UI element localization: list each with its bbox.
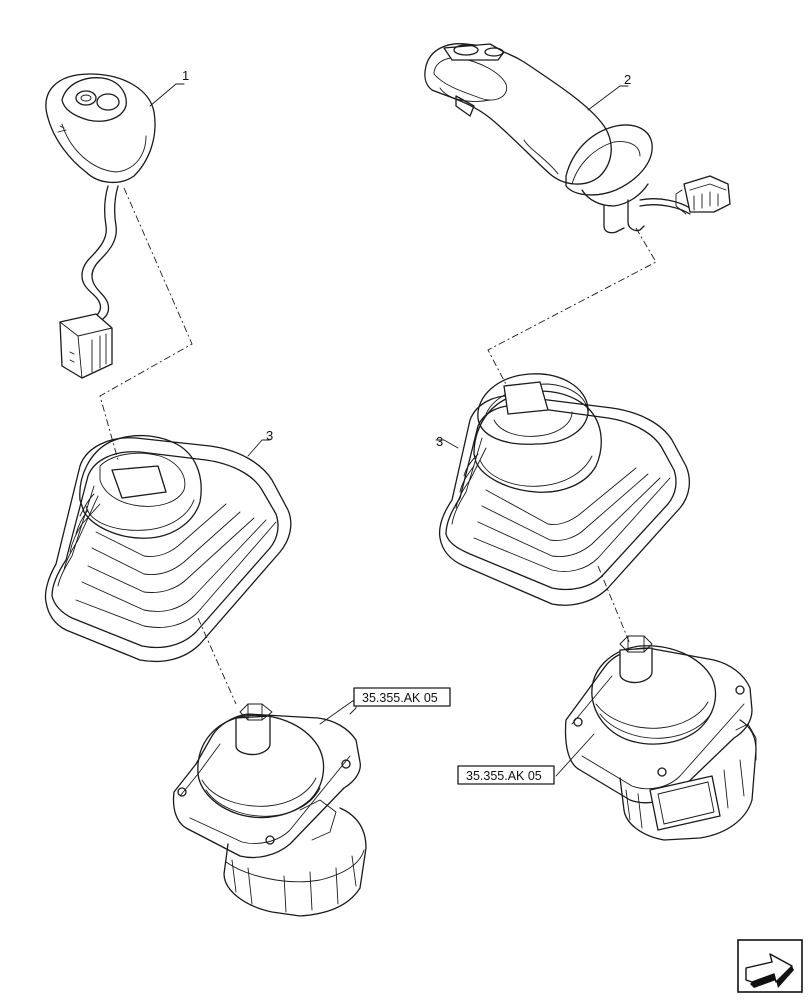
callout-2: 2 <box>624 72 631 87</box>
ref-label-left: 35.355.AK 05 <box>362 691 438 705</box>
right-pilot-valve: 35.355.AK 05 <box>457 635 757 841</box>
left-joystick-handle: 1 <box>45 68 189 379</box>
axis-line-right-upper <box>487 227 657 393</box>
ref-box-left <box>353 687 451 707</box>
callout-1: 1 <box>182 68 189 83</box>
left-pilot-valve: 35.355.AK 05 <box>172 687 451 917</box>
ref-label-right: 35.355.AK 05 <box>466 769 542 783</box>
axis-line-right-lower <box>597 565 631 645</box>
right-boot: 3 <box>435 373 691 606</box>
ref-box-right <box>457 765 555 785</box>
next-page-arrow-icon[interactable] <box>737 939 803 993</box>
callout-3-right: 3 <box>436 434 443 449</box>
axis-line-left-lower <box>197 617 237 705</box>
right-joystick-handle: 2 <box>424 43 731 234</box>
callout-3-left: 3 <box>266 428 273 443</box>
left-boot: 3 <box>44 428 292 663</box>
axis-line-left-upper <box>99 187 193 461</box>
